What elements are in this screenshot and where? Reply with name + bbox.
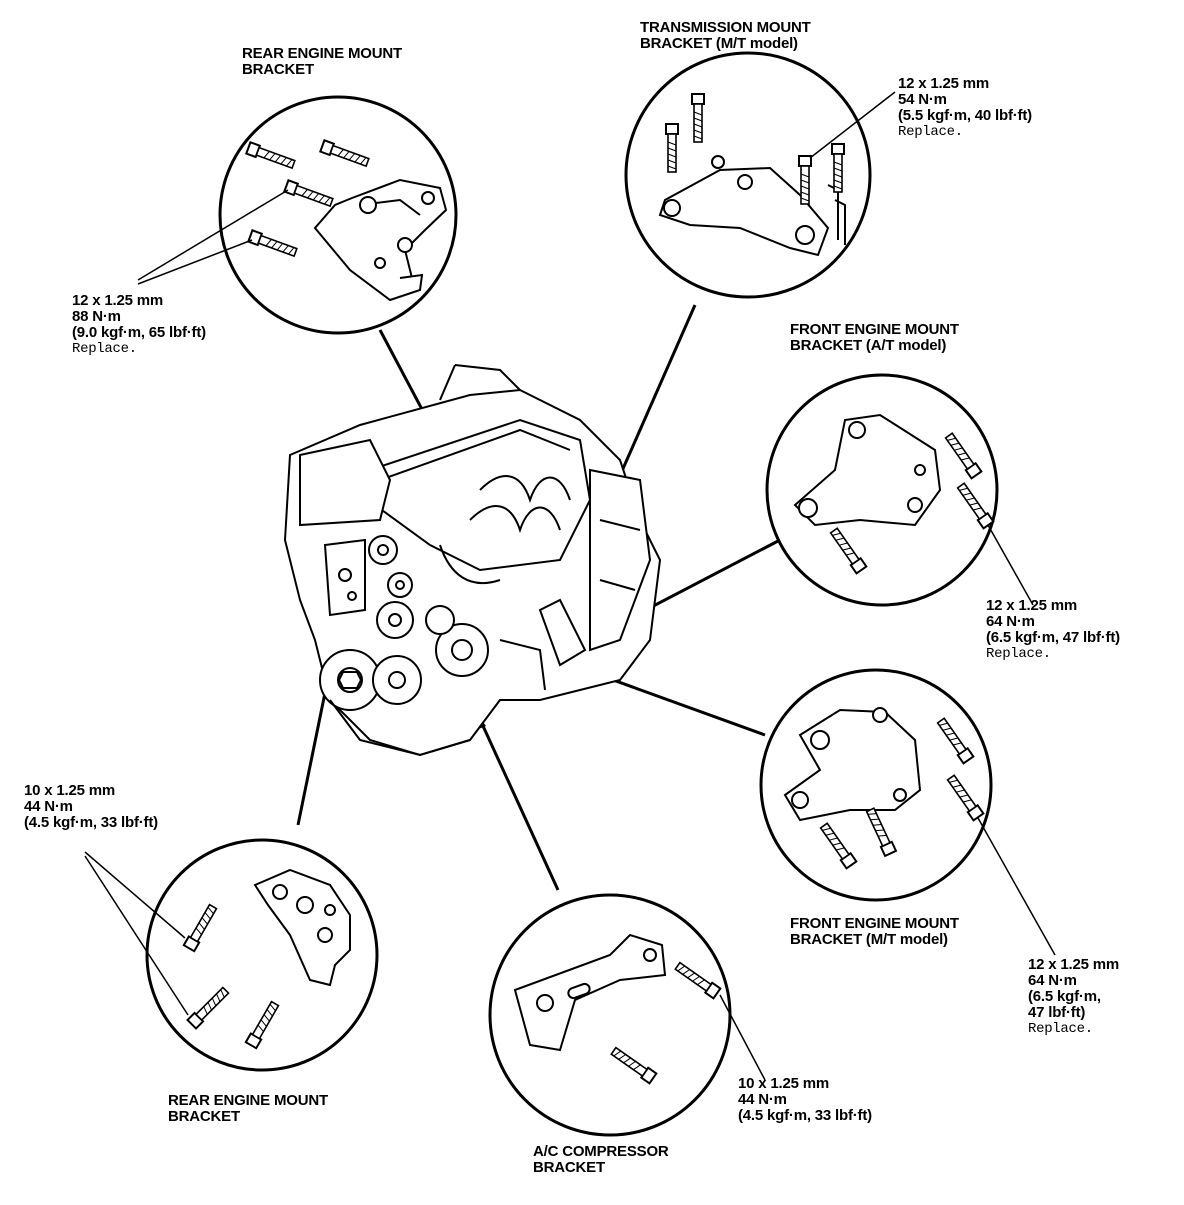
trans-title: TRANSMISSION MOUNT BRACKET (M/T model) <box>640 20 811 52</box>
ac-spec-alt: (4.5 kgf·m, 33 lbf·ft) <box>738 1107 872 1124</box>
rear-bottom-title-line2: BRACKET <box>168 1108 240 1125</box>
front-at-spec-size: 12 x 1.25 mm <box>986 597 1077 614</box>
front-mt-title: FRONT ENGINE MOUNT BRACKET (M/T model) <box>790 916 959 948</box>
front-mt-title-line2: BRACKET (M/T model) <box>790 931 948 948</box>
rear-top-title-line2: BRACKET <box>242 61 314 78</box>
front-mt-spec-size: 12 x 1.25 mm <box>1028 956 1119 973</box>
rear-bottom-spec: 10 x 1.25 mm 44 N·m (4.5 kgf·m, 33 lbf·f… <box>24 783 158 831</box>
rear-bottom-title-line1: REAR ENGINE MOUNT <box>168 1092 328 1109</box>
rear-top-title: REAR ENGINE MOUNT BRACKET <box>242 46 402 78</box>
trans-spec-alt: (5.5 kgf·m, 40 lbf·ft) <box>898 107 1032 124</box>
ac-spec-size: 10 x 1.25 mm <box>738 1075 829 1092</box>
circle-rear-bottom <box>84 838 379 1072</box>
engine-assembly <box>283 364 662 757</box>
circle-ac <box>488 893 766 1137</box>
front-mt-spec-alt1: (6.5 kgf·m, <box>1028 988 1101 1005</box>
front-at-title: FRONT ENGINE MOUNT BRACKET (A/T model) <box>790 322 959 354</box>
ac-title-line1: A/C COMPRESSOR <box>533 1143 669 1160</box>
rear-bottom-spec-torque: 44 N·m <box>24 798 73 815</box>
front-at-spec-torque: 64 N·m <box>986 613 1035 630</box>
circle-rear-top <box>137 95 458 335</box>
front-at-title-line2: BRACKET (A/T model) <box>790 337 947 354</box>
front-at-title-line1: FRONT ENGINE MOUNT <box>790 321 959 338</box>
front-at-spec-alt: (6.5 kgf·m, 47 lbf·ft) <box>986 629 1120 646</box>
rear-top-spec-torque: 88 N·m <box>72 308 121 325</box>
rear-top-spec-alt: (9.0 kgf·m, 65 lbf·ft) <box>72 324 206 341</box>
trans-title-line2: BRACKET (M/T model) <box>640 35 798 52</box>
front-at-replace-note: Replace. <box>986 646 1051 662</box>
rear-top-title-line1: REAR ENGINE MOUNT <box>242 45 402 62</box>
rear-top-spec: 12 x 1.25 mm 88 N·m (9.0 kgf·m, 65 lbf·f… <box>72 292 206 358</box>
front-mt-replace-note: Replace. <box>1028 1021 1093 1037</box>
circle-front-mt <box>759 668 1056 956</box>
rear-bottom-spec-size: 10 x 1.25 mm <box>24 782 115 799</box>
front-mt-spec-torque: 64 N·m <box>1028 972 1077 989</box>
rear-top-spec-size: 12 x 1.25 mm <box>72 292 163 309</box>
trans-title-line1: TRANSMISSION MOUNT <box>640 19 811 36</box>
trans-spec-torque: 54 N·m <box>898 91 947 108</box>
front-mt-spec: 12 x 1.25 mm 64 N·m (6.5 kgf·m, 47 lbf·f… <box>1028 956 1119 1038</box>
circle-trans <box>624 51 896 299</box>
rear-top-replace-note: Replace. <box>72 341 137 357</box>
front-mt-spec-alt2: 47 lbf·ft) <box>1028 1004 1086 1021</box>
leader-trans <box>616 304 697 481</box>
ac-title: A/C COMPRESSOR BRACKET <box>533 1144 669 1176</box>
ac-title-line2: BRACKET <box>533 1159 605 1176</box>
ac-spec: 10 x 1.25 mm 44 N·m (4.5 kgf·m, 33 lbf·f… <box>738 1076 872 1124</box>
leader-ac <box>476 714 560 891</box>
rear-bottom-title: REAR ENGINE MOUNT BRACKET <box>168 1093 328 1125</box>
circle-front-at <box>765 373 1034 607</box>
ac-spec-torque: 44 N·m <box>738 1091 787 1108</box>
trans-spec: 12 x 1.25 mm 54 N·m (5.5 kgf·m, 40 lbf·f… <box>898 75 1032 141</box>
trans-replace-note: Replace. <box>898 124 963 140</box>
front-at-spec: 12 x 1.25 mm 64 N·m (6.5 kgf·m, 47 lbf·f… <box>986 597 1120 663</box>
front-mt-title-line1: FRONT ENGINE MOUNT <box>790 915 959 932</box>
trans-spec-size: 12 x 1.25 mm <box>898 75 989 92</box>
rear-bottom-spec-alt: (4.5 kgf·m, 33 lbf·ft) <box>24 814 158 831</box>
